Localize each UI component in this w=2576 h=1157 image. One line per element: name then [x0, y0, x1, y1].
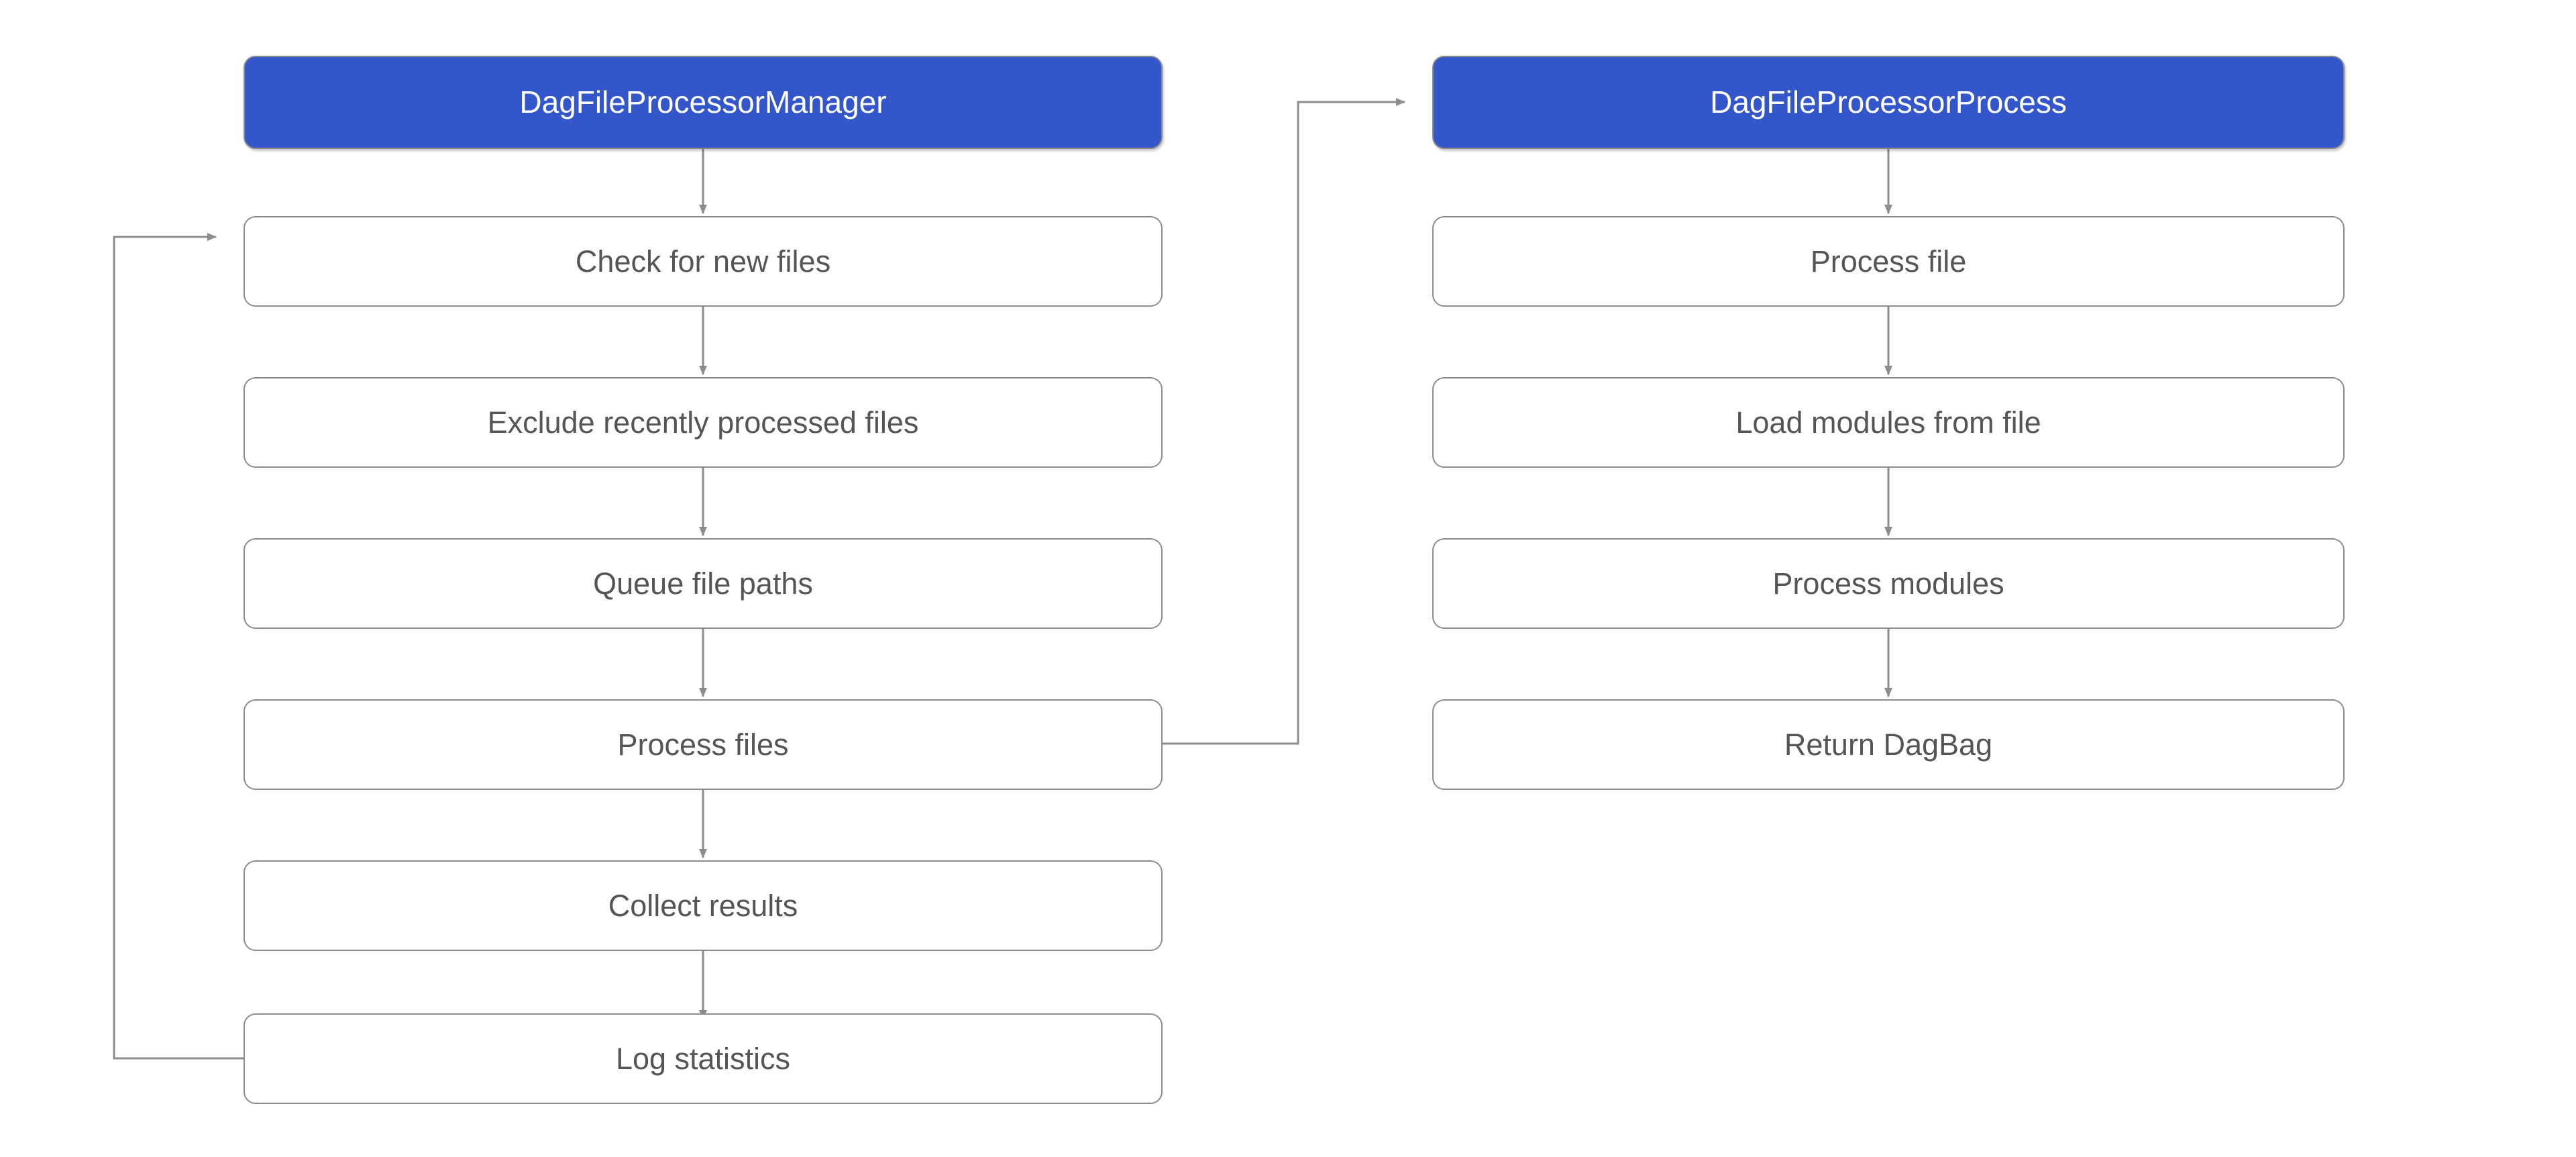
node-process-modules[interactable]: Process modules — [1432, 538, 2345, 629]
node-label: Queue file paths — [593, 566, 813, 601]
node-label: DagFileProcessorProcess — [1710, 85, 2067, 120]
node-label: Process file — [1810, 244, 1967, 279]
node-label: Exclude recently processed files — [487, 405, 919, 440]
node-label: Load modules from file — [1735, 405, 2041, 440]
node-collect-results[interactable]: Collect results — [244, 860, 1163, 951]
node-label: Log statistics — [615, 1041, 791, 1076]
node-label: Collect results — [608, 888, 798, 923]
node-process-files[interactable]: Process files — [244, 699, 1163, 790]
node-dagfileprocessormanager[interactable]: DagFileProcessorManager — [244, 56, 1163, 149]
node-exclude-recently-processed-files[interactable]: Exclude recently processed files — [244, 377, 1163, 468]
edge-process-files-to-processor — [1163, 98, 1405, 745]
node-label: DagFileProcessorManager — [519, 85, 887, 120]
node-dagfileprocessorprocess[interactable]: DagFileProcessorProcess — [1432, 56, 2345, 149]
node-label: Check for new files — [575, 244, 831, 279]
node-check-for-new-files[interactable]: Check for new files — [244, 216, 1163, 307]
edge-log-to-check-loop — [113, 233, 244, 1060]
node-load-modules-from-file[interactable]: Load modules from file — [1432, 377, 2345, 468]
node-label: Return DagBag — [1784, 727, 1993, 762]
node-label: Process files — [617, 727, 789, 762]
node-queue-file-paths[interactable]: Queue file paths — [244, 538, 1163, 629]
node-return-dagbag[interactable]: Return DagBag — [1432, 699, 2345, 790]
node-log-statistics[interactable]: Log statistics — [244, 1013, 1163, 1104]
node-process-file[interactable]: Process file — [1432, 216, 2345, 307]
node-label: Process modules — [1772, 566, 2004, 601]
